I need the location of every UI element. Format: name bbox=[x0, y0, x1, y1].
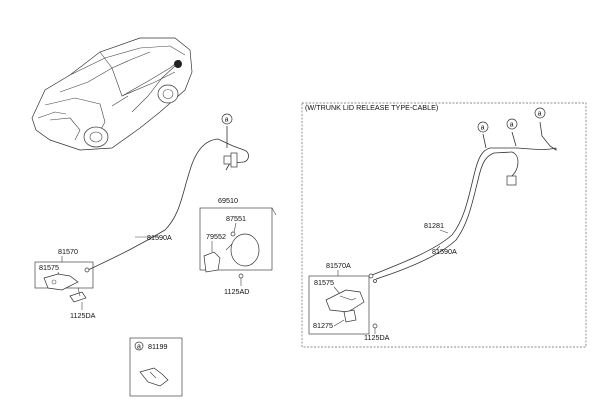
callout-a-r3: a bbox=[538, 111, 542, 118]
callout-a-r1: a bbox=[481, 125, 485, 132]
label-81590a-left: 81590A bbox=[147, 233, 172, 242]
label-1125da-right: 1125DA bbox=[364, 333, 390, 342]
callout-a-r2: a bbox=[510, 122, 514, 129]
label-79552: 79552 bbox=[206, 232, 226, 241]
label-81575-right: 81575 bbox=[314, 278, 334, 287]
callout-a-left: a bbox=[221, 113, 233, 125]
label-81275: 81275 bbox=[313, 321, 333, 330]
fuel-door-group: 69510 87551 79552 1125AD bbox=[199, 196, 277, 296]
part-81199-group: a 81199 bbox=[129, 337, 183, 397]
label-1125da-left: 1125DA bbox=[70, 311, 96, 320]
car-illustration bbox=[31, 37, 193, 151]
callout-a-box-text: a bbox=[137, 344, 141, 351]
label-81590a-right: 81590A bbox=[432, 247, 457, 256]
callout-a-text: a bbox=[225, 117, 229, 124]
label-81575-left: 81575 bbox=[39, 263, 59, 272]
label-81570: 81570 bbox=[58, 247, 78, 256]
label-69510: 69510 bbox=[218, 196, 238, 205]
cable-81590a-assembly bbox=[84, 126, 249, 273]
panel-title: (W/TRUNK LID RELEASE TYPE-CABLE) bbox=[305, 103, 438, 112]
label-81570a: 81570A bbox=[326, 261, 351, 270]
label-87551: 87551 bbox=[226, 214, 246, 223]
label-1125ad: 1125AD bbox=[224, 287, 249, 296]
label-81199: 81199 bbox=[148, 342, 167, 351]
part-81570-group: 81570 81575 1125DA bbox=[34, 247, 96, 320]
label-81281: 81281 bbox=[424, 221, 444, 230]
trunk-lid-cable-panel: (W/TRUNK LID RELEASE TYPE-CABLE) a a a 8… bbox=[301, 102, 587, 348]
